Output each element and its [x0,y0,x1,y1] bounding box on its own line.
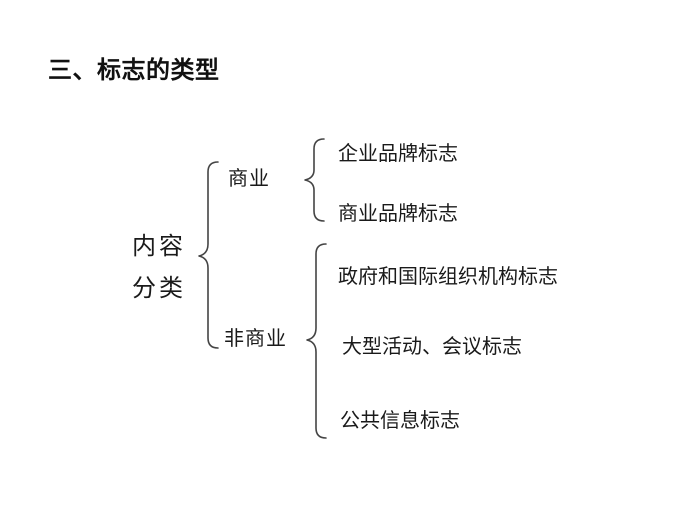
leaf-item: 公共信息标志 [340,408,460,432]
leaf-item: 政府和国际组织机构标志 [338,264,558,288]
root-label-line-1: 内容 [132,232,186,260]
slide-title: 三、标志的类型 [48,56,220,84]
branch-label-non-commercial: 非商业 [224,326,287,350]
branch-label-commercial: 商业 [228,166,270,190]
leaf-item: 大型活动、会议标志 [342,334,522,358]
root-label-line-2: 分类 [132,274,186,302]
leaf-item: 企业品牌标志 [338,141,458,165]
root-brace [198,161,219,349]
commercial-brace [304,138,325,222]
leaf-item: 商业品牌标志 [338,201,458,225]
non-commercial-brace [306,243,327,439]
